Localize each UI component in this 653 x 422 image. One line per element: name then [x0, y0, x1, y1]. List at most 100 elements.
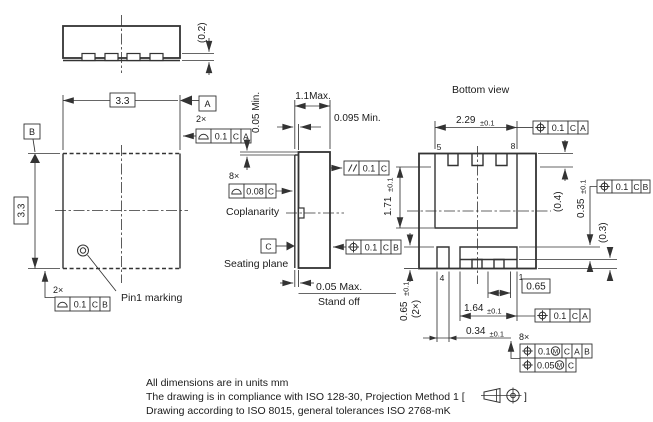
dim-label: 0.05 Max.: [316, 281, 362, 293]
svg-text:C: C: [572, 311, 578, 321]
lead-pad: [104, 52, 119, 62]
svg-text:C: C: [570, 123, 576, 133]
standoff-label: Stand off: [318, 296, 360, 308]
dim-label: 3.3: [17, 203, 28, 217]
dim-top-pin-length: (0.4): [538, 140, 573, 212]
fcf-leads-position: 8× 0.1 M C A B: [507, 332, 593, 373]
dim-label: 0.095 Min.: [334, 113, 381, 124]
svg-text:C: C: [633, 182, 639, 192]
svg-text:C: C: [233, 132, 239, 142]
svg-text:±0.1: ±0.1: [480, 119, 495, 128]
pad-notch: [495, 153, 508, 167]
svg-text:M: M: [557, 363, 562, 370]
first-angle-projection-icon: [481, 387, 522, 404]
svg-text:0.1: 0.1: [538, 347, 551, 357]
svg-text:±0.1: ±0.1: [386, 177, 395, 192]
side-view-vertical: 0.05 Min. 1.1Max. 0.095 Min. 0.1: [224, 91, 402, 308]
dim-label: 0.65: [399, 301, 410, 321]
pad-notch: [471, 153, 484, 167]
dim-label: 0.65: [526, 282, 546, 293]
count-label: 2×: [53, 285, 63, 295]
note-projection: The drawing is in compliance with ISO 12…: [146, 391, 465, 403]
svg-text:C: C: [564, 347, 570, 357]
pad-notch: [493, 258, 505, 269]
svg-text:0.1: 0.1: [365, 243, 378, 253]
dim-pitch: 0.65: [487, 271, 551, 298]
lead-pad: [126, 52, 141, 62]
dim-label: (0.4): [553, 191, 564, 212]
profile-symbol-icon: [57, 301, 68, 308]
svg-text:B: B: [102, 300, 108, 310]
side-view-horizontal: (0.2): [62, 15, 214, 75]
dim-source-pad-width: 1.64 ±0.1: [459, 271, 535, 321]
svg-text:B: B: [584, 347, 590, 357]
fcf-top-profile: 2× 0.1 C A: [183, 114, 252, 144]
datum-triangle: [30, 153, 40, 163]
dim-standoff: 0.05 Max. Stand off: [280, 270, 396, 308]
dim-mold-thickness: (0.2): [182, 22, 214, 75]
notes: All dimensions are in units mm The drawi…: [146, 377, 527, 417]
svg-text:B: B: [393, 243, 399, 253]
pin-label-5: 5: [437, 142, 442, 152]
pad-notch: [447, 153, 459, 167]
svg-text:0.1: 0.1: [215, 132, 228, 142]
pin-label-4: 4: [440, 273, 445, 283]
pin1-marking-label: Pin1 marking: [121, 292, 182, 304]
position-symbol-icon: [599, 181, 610, 192]
note-standard: Drawing according to ISO 8015, general t…: [146, 405, 451, 417]
datum-triangle: [180, 95, 192, 106]
svg-text:A: A: [243, 132, 249, 142]
dim-label: 0.35: [576, 198, 587, 218]
dim-body-width: 3.3 A: [62, 92, 217, 150]
dim-pin-length: 0.35 ±0.1: [519, 179, 617, 273]
fcf-left-profile: 2× 0.1 C B: [41, 271, 111, 312]
datum-a-box: [198, 95, 217, 112]
svg-text:C: C: [568, 361, 574, 371]
svg-text:C: C: [92, 300, 98, 310]
svg-text:A: A: [574, 347, 580, 357]
fcf-source-position: 0.1 C A: [534, 308, 591, 323]
svg-text:B: B: [29, 127, 35, 137]
dim-label: 2.29: [456, 115, 476, 126]
fcf-right-position: 0.1 C B: [596, 179, 651, 194]
profile-symbol-icon: [198, 133, 209, 140]
parallelism-symbol-icon: [348, 164, 358, 172]
svg-text:A: A: [204, 99, 210, 109]
position-symbol-icon: [522, 359, 533, 371]
svg-text:C: C: [265, 242, 271, 252]
lead-pad: [81, 52, 96, 62]
dim-label: (0.3): [598, 222, 609, 243]
dim-label: (0.2): [197, 22, 208, 43]
dim-body-height: B 3.3: [13, 123, 60, 269]
fcf-drain-position: 0.1 C A: [532, 120, 589, 135]
dim-bottom-pad-height: 0.65 ±0.1 (2×): [399, 233, 434, 321]
svg-text:C: C: [383, 243, 389, 253]
profile-symbol-icon: [231, 188, 242, 195]
bottom-view-title: Bottom view: [452, 84, 510, 96]
svg-text:C: C: [268, 187, 274, 197]
svg-text:0.08: 0.08: [246, 187, 264, 197]
fcf-coplanarity: 8× 0.08 C Coplanarity: [226, 171, 293, 218]
svg-text:±0.1: ±0.1: [487, 307, 502, 316]
position-symbol-icon: [522, 345, 533, 357]
svg-text:±0.1: ±0.1: [579, 179, 588, 194]
mmc-symbol-icon: [554, 360, 565, 370]
svg-text:0.1: 0.1: [363, 164, 376, 174]
dim-label: 0.05 Min.: [251, 92, 262, 133]
lead-pad: [149, 52, 164, 62]
count-label: 8×: [229, 171, 239, 181]
svg-text:±0.1: ±0.1: [402, 281, 411, 296]
fcf-lead-position: 0.1 C B: [333, 239, 402, 255]
pin-label-8: 8: [511, 141, 516, 151]
note-projection-close: ]: [524, 391, 527, 403]
dim-label: 1.64: [464, 303, 484, 314]
gate-pad: [436, 246, 450, 269]
position-symbol-icon: [537, 310, 548, 321]
svg-text:C: C: [381, 164, 387, 174]
dim-label: 3.3: [116, 96, 130, 107]
svg-text:A: A: [582, 311, 588, 321]
drain-pad: [434, 153, 518, 229]
dim-label: 1.1Max.: [295, 91, 331, 102]
